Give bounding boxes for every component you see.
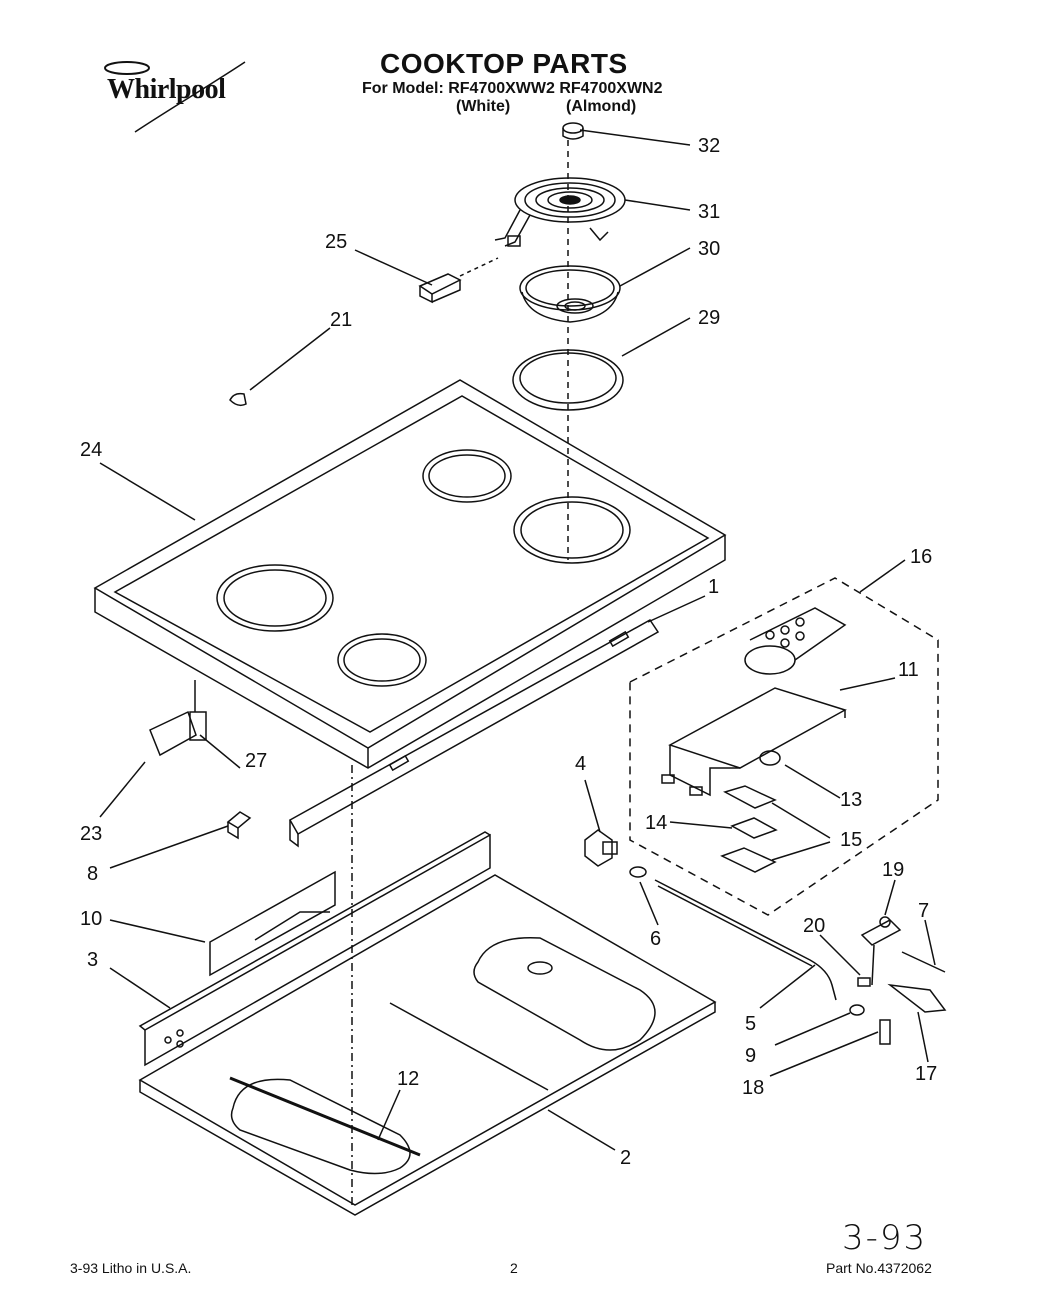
part-2-bottom-tray	[138, 874, 717, 1216]
callout-3: 3	[87, 949, 98, 971]
callout-17: 17	[915, 1063, 937, 1085]
callout-23: 23	[80, 823, 102, 845]
logo-swirl-icon	[104, 61, 246, 133]
callout-18: 18	[742, 1077, 764, 1099]
part-10-panel	[209, 870, 336, 977]
callout-24: 24	[80, 439, 102, 461]
brand-name: Whirlpool	[107, 74, 226, 105]
infinite-switch	[744, 607, 847, 675]
part-25-terminal-block	[418, 257, 499, 304]
part-1-front-rail	[288, 619, 660, 848]
part-5-rod	[654, 879, 837, 1001]
callout-27: 27	[245, 750, 267, 772]
part-17-bracket	[887, 983, 947, 1013]
callout-13: 13	[840, 789, 862, 811]
leader-lines	[99, 129, 936, 1151]
whirlpool-logo: Whirlpool	[95, 52, 255, 142]
part-21-clip	[229, 392, 247, 407]
part-20-clip	[857, 977, 871, 987]
callout-25: 25	[325, 231, 347, 253]
callout-32: 32	[698, 135, 720, 157]
callout-20: 20	[803, 915, 825, 937]
part-3-rear-rail	[138, 831, 491, 1067]
part-23-27-bracket	[149, 680, 207, 757]
callout-21: 21	[330, 309, 352, 331]
part-12-wire	[229, 1076, 421, 1157]
callout-2: 2	[620, 1147, 631, 1169]
callout-8: 8	[87, 863, 98, 885]
part-13-clip	[759, 750, 781, 766]
callout-30: 30	[698, 238, 720, 260]
part-11-control-bracket	[661, 687, 847, 797]
part-9-spacer	[849, 1004, 865, 1016]
callout-29: 29	[698, 307, 720, 329]
part-7-rod	[901, 951, 946, 973]
variant-almond: (Almond)	[566, 98, 637, 115]
part-31-coil-element	[494, 177, 626, 247]
variant-white: (White)	[456, 98, 511, 115]
part-15-switch-lower	[720, 847, 777, 873]
callout-6: 6	[650, 928, 661, 950]
callout-1: 1	[708, 576, 719, 598]
callout-9: 9	[745, 1045, 756, 1067]
callout-5: 5	[745, 1013, 756, 1035]
part-8-bracket	[226, 811, 252, 840]
part-19-lever	[860, 916, 902, 986]
callout-11: 11	[898, 659, 919, 681]
footer-litho: 3-93 Litho in U.S.A.	[70, 1260, 192, 1276]
part-15-switch-upper	[723, 785, 777, 809]
callout-10: 10	[80, 908, 102, 930]
handwritten-date: 3-93	[842, 1218, 928, 1258]
model-line: For Model: RF4700XWW2 RF4700XWN2	[362, 80, 663, 97]
footer-page-number: 2	[510, 1260, 518, 1276]
part-18-screw	[879, 1019, 891, 1045]
footer-part-number: Part No.4372062	[826, 1260, 932, 1276]
callout-14: 14	[645, 812, 667, 834]
part-29-trim-ring	[512, 349, 624, 411]
page-title: COOKTOP PARTS	[380, 48, 628, 79]
callout-16: 16	[910, 546, 932, 568]
part-6-connector	[629, 866, 647, 878]
part-30-drip-bowl	[519, 265, 621, 323]
part-16-dashed-enclosure	[629, 577, 939, 916]
callout-15: 15	[840, 829, 862, 851]
callout-7: 7	[918, 900, 929, 922]
part-32-cap	[562, 122, 584, 140]
callout-4: 4	[575, 753, 586, 775]
part-14-insulator	[730, 817, 778, 839]
callout-19: 19	[882, 859, 904, 881]
callout-31: 31	[698, 201, 720, 223]
part-24-cooktop	[93, 379, 727, 769]
callout-labels: 32 31 30 29 25 21 24 1 16 11 27 23 8 10 …	[80, 135, 937, 1169]
part-4-switch	[584, 829, 618, 867]
callout-12: 12	[397, 1068, 419, 1090]
